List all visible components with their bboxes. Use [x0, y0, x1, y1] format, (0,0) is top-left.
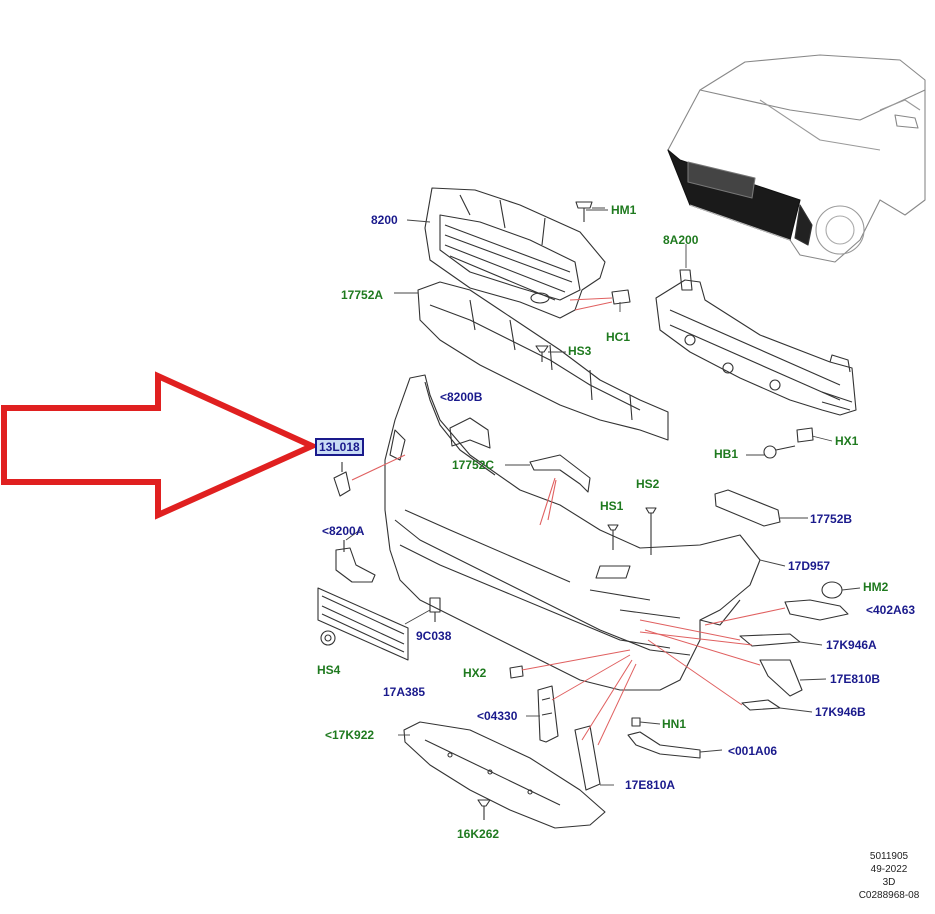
callout-arrow — [1, 371, 320, 520]
screw-part-16K262 — [477, 799, 491, 820]
label-17k946a: 17K946A — [826, 638, 877, 652]
clip-part-9C038 — [429, 597, 441, 622]
label-hs3: HS3 — [568, 344, 592, 358]
label-hn1: HN1 — [662, 717, 687, 731]
label-9c038: 9C038 — [416, 629, 452, 643]
label-17752c: 17752C — [452, 458, 495, 472]
label-8200b: <8200B — [440, 390, 483, 404]
bracket-part-17E810B — [759, 659, 803, 697]
hook-part-001A06 — [627, 731, 701, 759]
label-17e810b: 17E810B — [830, 672, 881, 686]
vehicle-thumbnail — [667, 54, 926, 263]
label-hx1: HX1 — [835, 434, 859, 448]
label-hm2: HM2 — [863, 580, 889, 594]
nut-hn1 — [631, 717, 641, 727]
beam-part-8A200 — [655, 269, 857, 416]
screw-hs1 — [607, 524, 619, 550]
bumper-cover-part-17D957 — [384, 374, 761, 691]
screw-hs2 — [645, 507, 657, 555]
label-8a200: 8A200 — [663, 233, 699, 247]
label-17a385: 17A385 — [383, 685, 426, 699]
label-13l018-highlighted: 13L018 — [315, 438, 364, 456]
label-hx2: HX2 — [463, 666, 487, 680]
bracket-part-402A63 — [704, 599, 849, 626]
cap-hm2 — [821, 581, 843, 599]
grommet-hs4 — [320, 630, 336, 646]
clip-hm1 — [575, 201, 605, 222]
nut-hx2 — [509, 665, 524, 679]
bracket-part-17E810A — [574, 725, 601, 791]
label-16k262: 16K262 — [457, 827, 500, 841]
label-hs1: HS1 — [600, 499, 624, 513]
label-hb1: HB1 — [714, 447, 739, 461]
label-8200: 8200 — [371, 213, 398, 227]
bracket-part-04330 — [537, 685, 559, 743]
bracket-part-8200B — [449, 417, 491, 449]
clip-hc1 — [569, 289, 631, 311]
screw-hs3 — [535, 345, 549, 362]
label-8200a: <8200A — [322, 524, 365, 538]
label-17e810a: 17E810A — [625, 778, 676, 792]
ref-line-4: C0288968-08 — [858, 890, 920, 901]
reference-block: 5011905 49-2022 3D C0288968-08 — [850, 850, 928, 902]
label-04330: <04330 — [477, 709, 518, 723]
label-17752a: 17752A — [341, 288, 384, 302]
absorber-part-17752A — [417, 281, 669, 441]
bracket-part-17752B — [714, 489, 781, 527]
bolt-hb1 — [763, 445, 796, 459]
bracket-part-13L018 — [333, 454, 406, 497]
label-hs4: HS4 — [317, 663, 341, 677]
label-hs2: HS2 — [636, 477, 660, 491]
label-402a63: <402A63 — [866, 603, 916, 617]
label-hc1: HC1 — [606, 330, 631, 344]
label-hm1: HM1 — [611, 203, 637, 217]
nut-hx1 — [796, 427, 814, 443]
leader-lines — [521, 619, 761, 746]
ref-line-1: 5011905 — [869, 851, 909, 862]
label-001a06: <001A06 — [728, 744, 778, 758]
lower-grille-part-17A385 — [317, 587, 409, 661]
undertray-part-17K922 — [403, 721, 606, 829]
ref-line-3: 3D — [882, 877, 896, 888]
label-17d957: 17D957 — [788, 559, 831, 573]
trim-part-17K946B — [741, 699, 781, 711]
label-17k946b: 17K946B — [815, 705, 866, 719]
ref-line-2: 49-2022 — [870, 864, 908, 875]
bracket-part-17752C — [529, 454, 591, 526]
label-17752b: 17752B — [810, 512, 853, 526]
bracket-part-8200A — [335, 540, 376, 583]
label-leaders — [345, 209, 861, 786]
label-17k922: <17K922 — [325, 728, 375, 742]
